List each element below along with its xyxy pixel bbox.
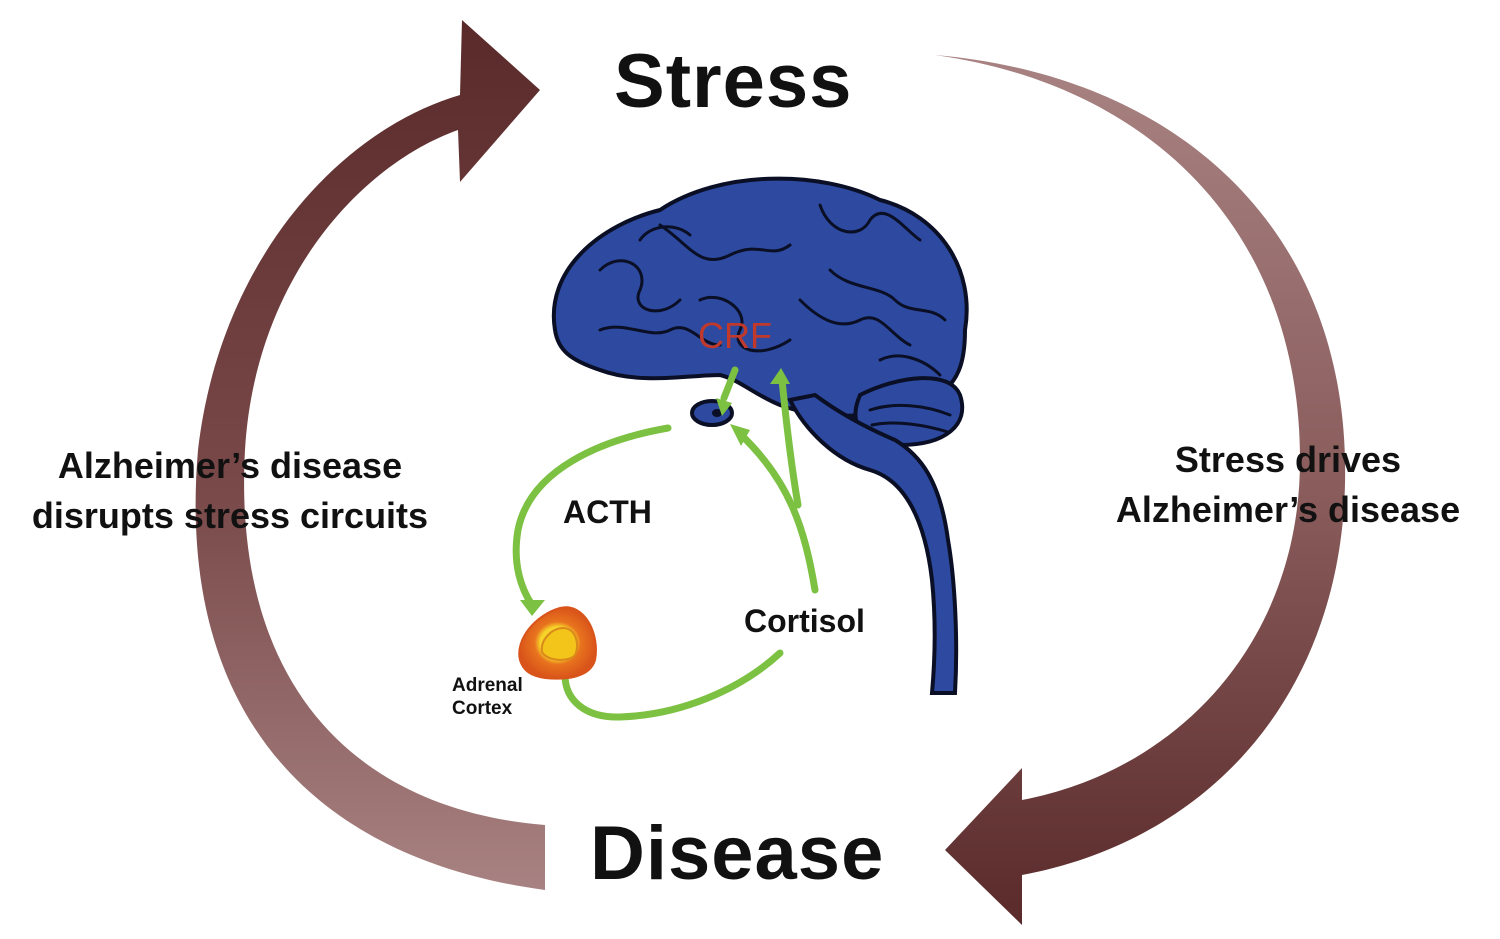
cortisol-pathway xyxy=(561,649,784,721)
right-cycle-caption: Stress drives Alzheimer’s disease xyxy=(1088,435,1488,535)
right-caption-line2: Alzheimer’s disease xyxy=(1115,489,1461,530)
feedback-brain-arrowhead xyxy=(770,368,790,384)
stress-label: Stress xyxy=(614,39,853,124)
hpa-pathways xyxy=(512,366,819,721)
brain-folds xyxy=(598,203,952,434)
crf-arrowhead xyxy=(716,398,732,416)
left-cycle-caption: Alzheimer’s disease disrupts stress circ… xyxy=(4,441,456,541)
right-cycle-arrow xyxy=(935,55,1346,925)
disease-label: Disease xyxy=(590,811,885,896)
right-caption-line1: Stress drives xyxy=(1174,439,1402,480)
acth-arrowhead xyxy=(520,600,545,616)
adrenal-label-line1: Adrenal xyxy=(452,675,523,696)
brain-shape xyxy=(551,176,969,418)
adrenal-label-line2: Cortex xyxy=(452,698,513,719)
pituitary-center xyxy=(712,409,722,417)
adrenal-inner xyxy=(540,626,579,661)
crf-to-pituitary-arrow xyxy=(720,366,739,402)
acth-label: ACTH xyxy=(563,494,652,530)
cortisol-label: Cortisol xyxy=(744,603,865,639)
acth-pathway xyxy=(512,424,672,609)
adrenal-cortex-label: Adrenal Cortex xyxy=(452,674,523,720)
crf-label: CRF xyxy=(698,315,772,356)
feedback-pituitary-arrowhead xyxy=(730,424,750,446)
cortisol-feedback-brain xyxy=(778,376,802,509)
left-caption-line1: Alzheimer’s disease xyxy=(57,445,403,486)
brainstem-shape xyxy=(787,392,959,695)
cortisol-feedback-pituitary xyxy=(734,428,819,594)
pathway-arrowheads xyxy=(520,368,790,616)
left-caption-line2: disrupts stress circuits xyxy=(31,495,429,536)
left-cycle-arrow xyxy=(195,20,545,890)
